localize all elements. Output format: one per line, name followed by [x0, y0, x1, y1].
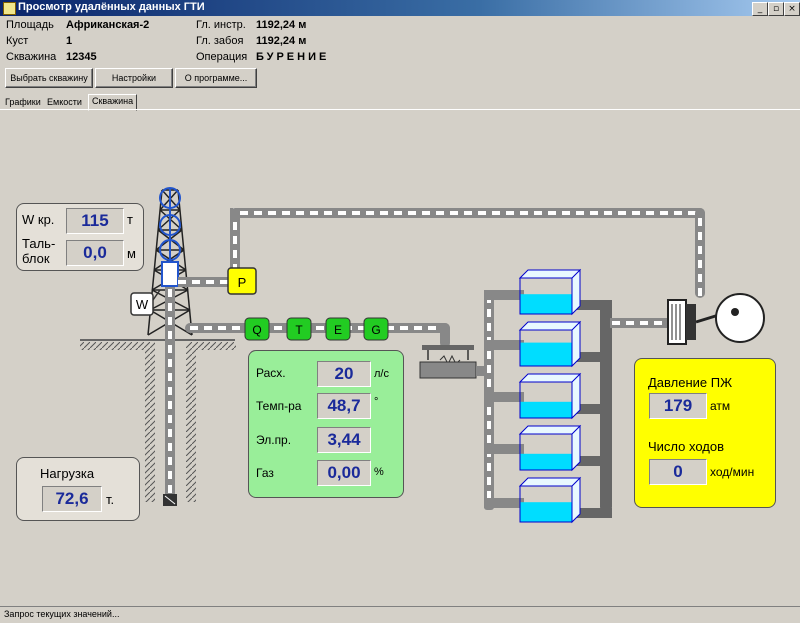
well-wall-right	[186, 342, 196, 502]
tab-divider	[0, 109, 800, 110]
cluster-value: 1	[66, 35, 73, 47]
mud-tank-5	[518, 476, 582, 524]
flow-sensor-q-label: Q	[252, 323, 261, 337]
minimize-button[interactable]: _	[752, 2, 768, 16]
mud-tank-4	[518, 424, 582, 472]
block-label-2: блок	[22, 251, 50, 266]
area-label: Площадь	[6, 19, 54, 31]
tab-tanks[interactable]: Емкости	[47, 97, 82, 107]
tank-fill-3	[520, 401, 572, 418]
tank-fill-5	[520, 502, 572, 522]
strokes-label: Число ходов	[648, 439, 725, 454]
window-title: Просмотр удалённых данных ГТИ	[18, 1, 205, 13]
block-value: 0,0	[66, 240, 124, 266]
mud-pump-icon	[667, 293, 765, 345]
hook-weight-unit: т	[127, 212, 133, 227]
ground-hatch-right	[196, 342, 236, 350]
pressure-label: Давление ПЖ	[648, 375, 733, 390]
temp-sensor-t-icon	[286, 317, 312, 341]
cond-sensor-e-label: E	[334, 323, 342, 337]
settings-button[interactable]: Настройки	[95, 68, 173, 88]
tank-fill-1	[520, 294, 572, 314]
rate-unit: л/с	[374, 368, 389, 380]
status-text: Запрос текущих значений...	[4, 609, 120, 619]
flow-sensor-q-icon	[244, 317, 270, 341]
title-bar: Просмотр удалённых данных ГТИ _ ▫ ×	[0, 0, 800, 16]
operation-label: Операция	[196, 51, 248, 63]
depth-instr-value: 1192,24 м	[256, 19, 307, 31]
gas-label: Газ	[256, 466, 274, 480]
status-bar: Запрос текущих значений...	[0, 606, 800, 623]
tank-outline-2	[519, 329, 573, 367]
about-button[interactable]: О программе...	[175, 68, 257, 88]
pressure-sensor-icon	[227, 267, 257, 295]
tank-fill-2	[520, 342, 572, 366]
drill-string-casing	[165, 275, 175, 495]
tank-outline-4	[519, 433, 573, 471]
tank-outline-5	[519, 485, 573, 523]
gas-sensor-g-icon	[363, 317, 389, 341]
rate-value: 20	[317, 361, 371, 387]
pressure-unit: атм	[710, 399, 731, 413]
select-well-button[interactable]: Выбрать скважину	[5, 68, 93, 88]
well-label: Скважина	[6, 51, 57, 63]
mud-tank-2	[518, 320, 582, 368]
pressure-value: 179	[649, 393, 707, 419]
tank-outline-3	[519, 381, 573, 419]
block-unit: м	[127, 246, 136, 261]
hook-weight-label: W кр.	[22, 212, 55, 227]
well-diagram: W P Q T E G	[80, 187, 765, 524]
temp-unit: °	[374, 396, 379, 408]
cond-label: Эл.пр.	[256, 433, 292, 447]
ground-hatch-left	[80, 342, 145, 350]
swivel-icon	[161, 261, 179, 287]
weight-sensor-label: W	[136, 297, 149, 312]
tab-well[interactable]: Скважина	[88, 94, 138, 111]
hook-weight-value: 115	[66, 208, 124, 234]
operation-value: БУРЕНИЕ	[256, 51, 330, 63]
well-value: 12345	[66, 51, 97, 63]
tank-fill-4	[520, 453, 572, 470]
tank-group	[518, 268, 582, 524]
well-wall-left	[145, 342, 155, 502]
app-icon	[3, 2, 16, 15]
cluster-label: Куст	[6, 35, 29, 47]
cond-sensor-e-icon	[325, 317, 351, 341]
temp-sensor-t-label: T	[295, 323, 303, 337]
shale-shaker-icon	[419, 345, 477, 379]
mud-tank-3	[518, 372, 582, 420]
cond-value: 3,44	[317, 427, 371, 453]
block-label-1: Таль-	[22, 236, 56, 251]
gas-unit: %	[374, 466, 384, 478]
tab-charts[interactable]: Графики	[5, 97, 41, 107]
strokes-unit: ход/мин	[710, 465, 755, 479]
close-button[interactable]: ×	[784, 2, 800, 16]
load-value: 72,6	[42, 486, 102, 512]
temp-value: 48,7	[317, 393, 371, 419]
weight-sensor-icon	[130, 292, 154, 316]
mud-tank-1	[518, 268, 582, 316]
depth-bottom-value: 1192,24 м	[256, 35, 307, 47]
load-label: Нагрузка	[40, 466, 95, 481]
temp-label: Темп-ра	[256, 399, 302, 413]
tank-outline-1	[519, 277, 573, 315]
gas-value: 0,00	[317, 460, 371, 486]
depth-instr-label: Гл. инстр.	[196, 19, 246, 31]
area-value: Африканская-2	[66, 19, 150, 31]
maximize-button[interactable]: ▫	[768, 2, 784, 16]
gas-sensor-g-label: G	[371, 323, 380, 337]
tab-strip: Графики Емкости Скважина	[0, 94, 800, 111]
load-unit: т.	[106, 492, 115, 507]
strokes-value: 0	[649, 459, 707, 485]
pressure-sensor-label: P	[238, 275, 247, 290]
rate-label: Расх.	[256, 366, 286, 380]
depth-bottom-label: Гл. забоя	[196, 35, 244, 47]
